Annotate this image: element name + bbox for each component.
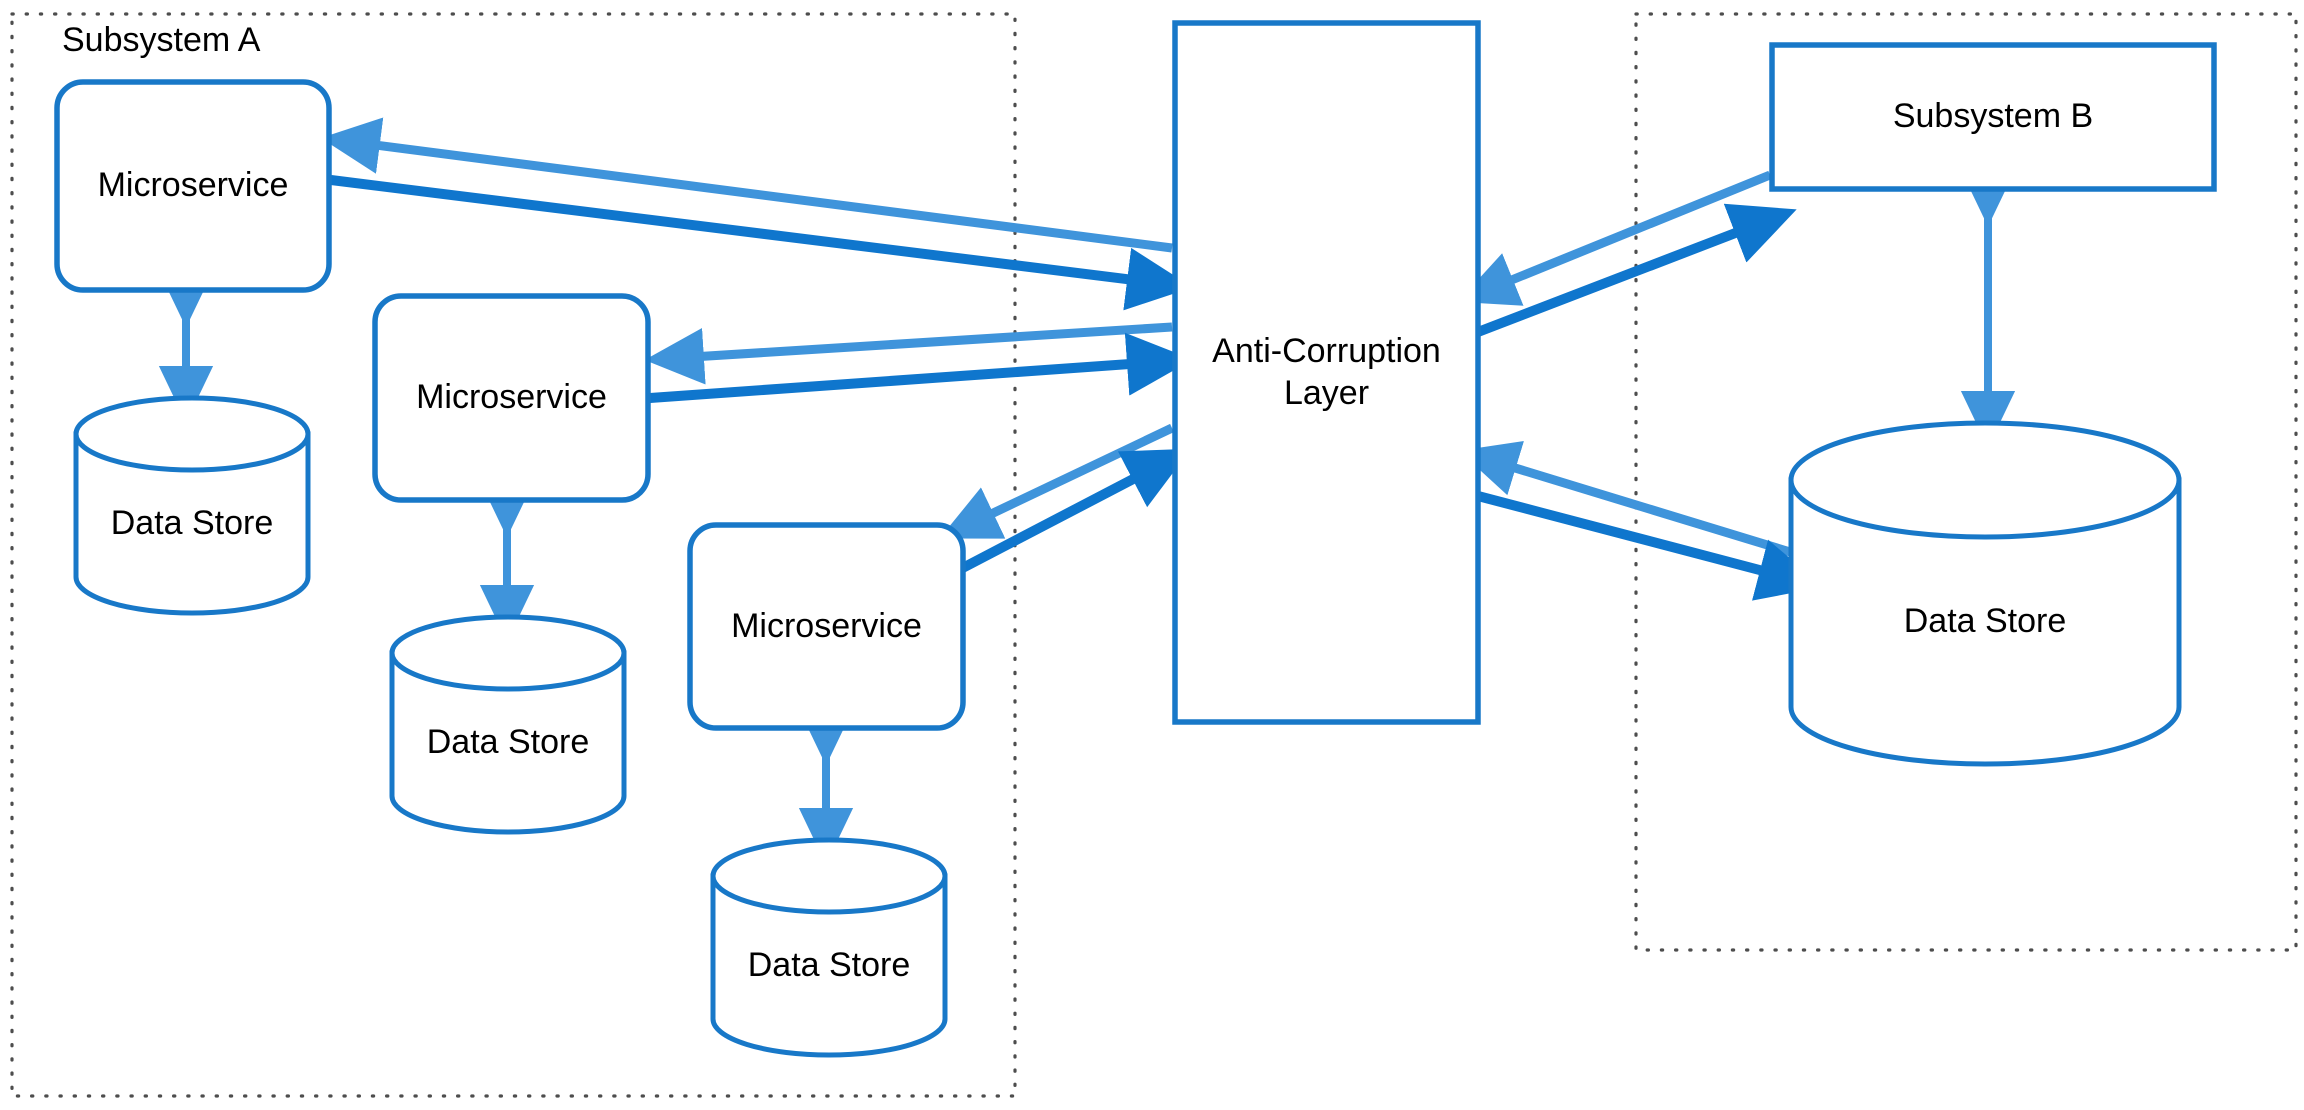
connector-ms2-to-acl (649, 332, 1193, 403)
node-subsystem-b-box[interactable] (1769, 42, 2217, 192)
connector-acl-to-subsystem-b (1476, 203, 1797, 337)
node-microservice-2[interactable] (372, 293, 651, 503)
connector-ms2-from-acl (644, 322, 1173, 385)
connector-acl-to-data-store-b (1476, 491, 1824, 601)
connector-ms3-from-acl (939, 423, 1174, 539)
connector-ms1-to-acl-response (330, 175, 1193, 311)
connector-ms1-to-acl-request (320, 117, 1173, 253)
node-microservice-3[interactable] (687, 522, 966, 731)
connector-ms3-to-acl (952, 448, 1192, 577)
connector-acl-from-subsystem-b (1457, 170, 1772, 306)
node-data-store-1[interactable] (73, 395, 311, 616)
node-anti-corruption-layer[interactable] (1172, 20, 1481, 725)
connector-acl-from-data-store-b (1458, 441, 1802, 560)
boundary-subsystem-a (10, 12, 1017, 1098)
node-data-store-b[interactable] (1788, 420, 2182, 767)
node-microservice-1[interactable] (54, 79, 332, 293)
node-data-store-2[interactable] (389, 614, 627, 835)
boundary-label-subsystem-a: Subsystem A (62, 21, 261, 59)
node-data-store-3[interactable] (710, 837, 948, 1058)
